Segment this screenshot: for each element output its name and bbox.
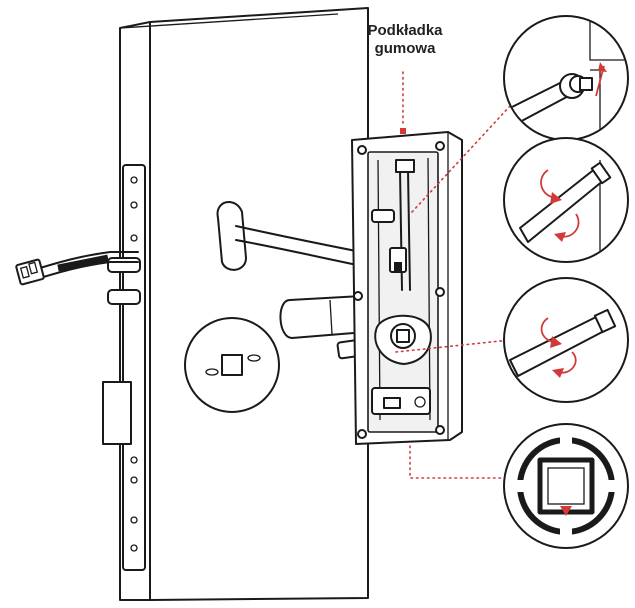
- nut-tighten-detail-icon: [503, 15, 629, 141]
- rotate-handle-spindle-detail-icon: [503, 277, 629, 403]
- square-spindle-socket-detail-icon: [503, 423, 629, 549]
- detail-leaders: [395, 105, 511, 479]
- label-line-1: Podkładka: [367, 22, 443, 39]
- rotate-spindle-detail-icon: [503, 137, 629, 263]
- cable-grommet-upper: [107, 257, 141, 273]
- mortise-lock-faceplate: [102, 164, 146, 571]
- cable-with-connector: [15, 251, 139, 286]
- inner-rose-plate: [184, 317, 280, 413]
- label-line-2: gumowa: [374, 40, 436, 57]
- rubber-washer-label: Podkładka gumowa: [350, 22, 460, 58]
- cable-grommet-lower: [107, 289, 141, 305]
- back-plate: [351, 128, 463, 445]
- latch-bolt: [102, 381, 132, 445]
